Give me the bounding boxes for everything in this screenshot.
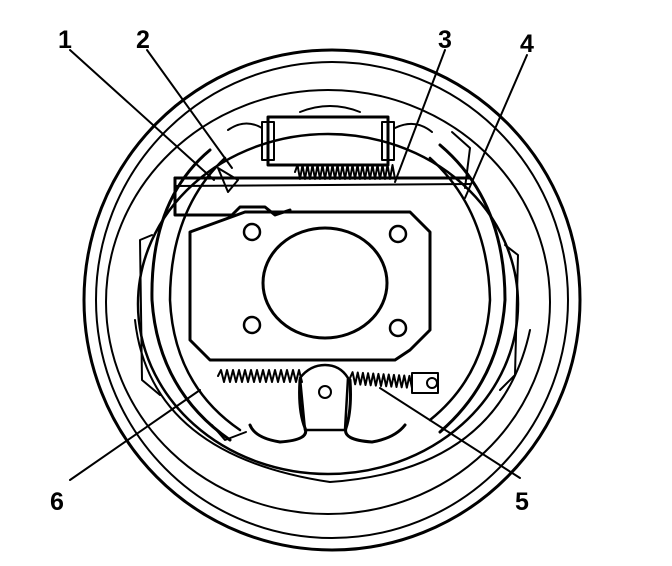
callout-2: 2 xyxy=(136,26,150,54)
leader-lines xyxy=(69,49,528,481)
leader-line-5 xyxy=(379,387,521,479)
callout-6: 6 xyxy=(50,488,64,516)
wheel-cylinder xyxy=(227,105,433,167)
anchor-block xyxy=(298,363,350,432)
lower-spring xyxy=(217,369,413,389)
callout-1: 1 xyxy=(58,26,72,54)
lower-spring-hooks xyxy=(248,372,439,444)
leader-line-4 xyxy=(464,54,528,199)
upper-spring xyxy=(294,164,396,180)
leader-line-6 xyxy=(69,389,201,481)
callout-5: 5 xyxy=(515,488,529,516)
leader-line-1 xyxy=(69,49,215,181)
hub-plate xyxy=(188,210,432,362)
backing-plate xyxy=(82,48,582,552)
callout-4: 4 xyxy=(520,30,534,58)
brake-shoe-left xyxy=(139,148,247,442)
leader-line-3 xyxy=(394,49,446,183)
callout-3: 3 xyxy=(438,26,452,54)
leader-line-2 xyxy=(146,49,233,169)
adjuster-link xyxy=(173,167,472,217)
